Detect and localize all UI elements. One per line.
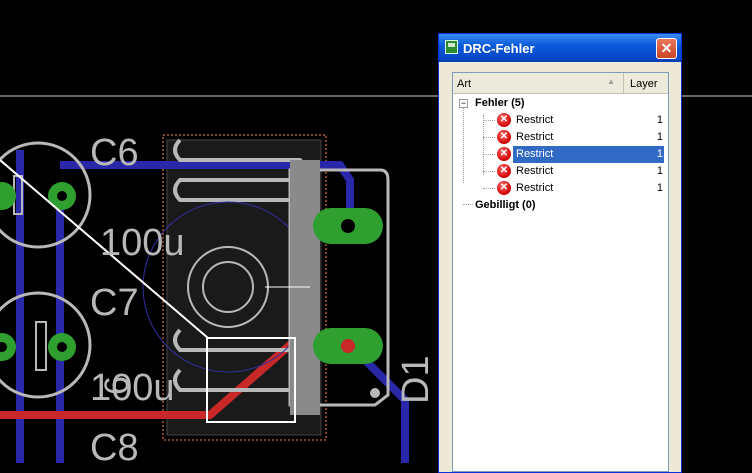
pcb-board-canvas[interactable]: C6 100u C7 100u C8 D1 6 xyxy=(0,0,752,463)
tree-item-error[interactable]: ✕ Restrict 1 xyxy=(453,180,668,197)
trace-bottom-top xyxy=(60,161,354,225)
tree-line xyxy=(483,120,495,121)
c7-pad-1 xyxy=(0,333,16,361)
error-icon: ✕ xyxy=(497,164,511,178)
drc-tree-view[interactable]: Art ▲ Layer − Fehler (5) ✕ Restrict 1 ✕ … xyxy=(452,72,669,472)
window-title: DRC-Fehler xyxy=(463,41,535,56)
tree-line xyxy=(483,188,495,189)
label-c8: C8 xyxy=(90,427,139,463)
c6-pad-1 xyxy=(0,182,16,210)
label-c7: C7 xyxy=(90,282,139,324)
c7-outline xyxy=(0,291,92,399)
collapse-icon[interactable]: − xyxy=(459,98,468,108)
error-icon: ✕ xyxy=(497,147,511,161)
tree-item-error[interactable]: ✕ Restrict 1 xyxy=(453,129,668,146)
airwire xyxy=(0,159,209,339)
label-6: 6 xyxy=(98,376,136,395)
tree-line xyxy=(483,137,495,138)
close-button[interactable]: ✕ xyxy=(656,38,677,59)
error-icon: ✕ xyxy=(497,113,511,127)
c6-outline xyxy=(0,141,92,249)
column-header-art[interactable]: Art ▲ xyxy=(453,73,624,93)
tree-item-error-selected[interactable]: ✕ Restrict 1 xyxy=(453,146,668,163)
footprint-ring-inner xyxy=(202,261,254,313)
tree-line xyxy=(483,154,495,155)
tree-line xyxy=(483,171,495,172)
tree-item-error[interactable]: ✕ Restrict 1 xyxy=(453,112,668,129)
drc-titlebar[interactable]: DRC-Fehler ✕ xyxy=(439,34,681,62)
d1-outline xyxy=(288,168,390,407)
error-icon: ✕ xyxy=(497,130,511,144)
label-c7-value: 100u xyxy=(90,367,175,409)
d1-marker xyxy=(370,388,380,398)
drc-error-marker xyxy=(206,337,296,423)
tree-item-error[interactable]: ✕ Restrict 1 xyxy=(453,163,668,180)
c7-body-mark xyxy=(35,321,47,371)
tree-group-fehler[interactable]: − Fehler (5) xyxy=(459,97,525,109)
drc-errors-window[interactable]: DRC-Fehler ✕ Art ▲ Layer − Fehler (5) ✕ xyxy=(438,33,682,473)
restrict-area xyxy=(162,134,327,441)
label-c6: C6 xyxy=(90,132,139,174)
label-c6-value: 100u xyxy=(100,222,185,264)
tree-line xyxy=(463,204,473,205)
drc-app-icon xyxy=(445,40,458,54)
error-icon: ✕ xyxy=(497,181,511,195)
label-d1: D1 xyxy=(395,355,437,404)
close-icon: ✕ xyxy=(660,40,673,56)
sort-asc-icon: ▲ xyxy=(607,77,615,86)
column-header: Art ▲ Layer xyxy=(453,73,668,94)
tree-line xyxy=(483,115,484,175)
tree-group-gebilligt[interactable]: Gebilligt (0) xyxy=(475,199,536,211)
column-header-layer[interactable]: Layer xyxy=(630,78,658,90)
tree-line xyxy=(463,107,464,183)
